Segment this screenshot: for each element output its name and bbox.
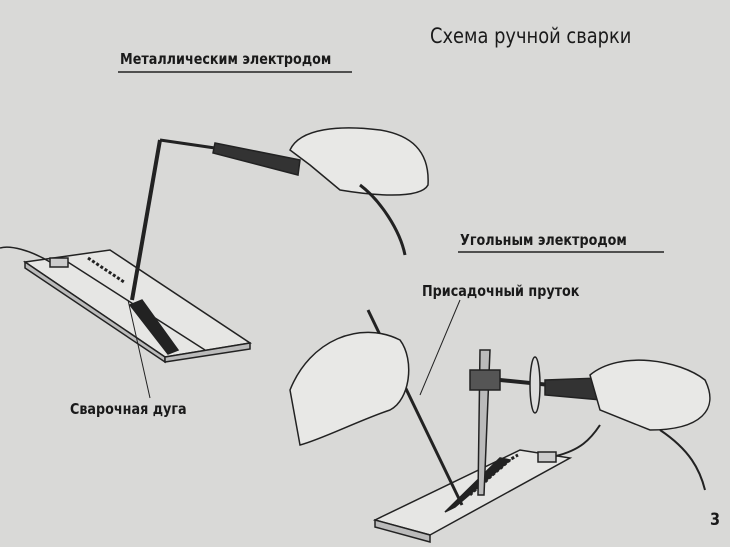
label-carbon-electrode: Угольным электродом [460,231,627,249]
label-filler-rod: Присадочный пруток [422,282,580,300]
label-metal-electrode: Металлическим электродом [120,50,332,68]
metal-electrode [130,139,162,301]
clamp-left [49,257,69,268]
electrode-holder [212,142,301,176]
slide-title: Схема ручной сварки [430,24,632,48]
weld-bead-left [87,256,125,284]
cable-left [0,246,51,263]
page-number: 3 [710,510,721,530]
weld-seam-left [128,299,180,355]
cable-top [359,183,407,256]
hand-right-bottom [589,359,711,431]
hand-left [289,331,410,446]
hand-right-top [289,127,429,196]
label-welding-arc: Сварочная дуга [70,400,187,418]
clamp-right [537,451,557,463]
